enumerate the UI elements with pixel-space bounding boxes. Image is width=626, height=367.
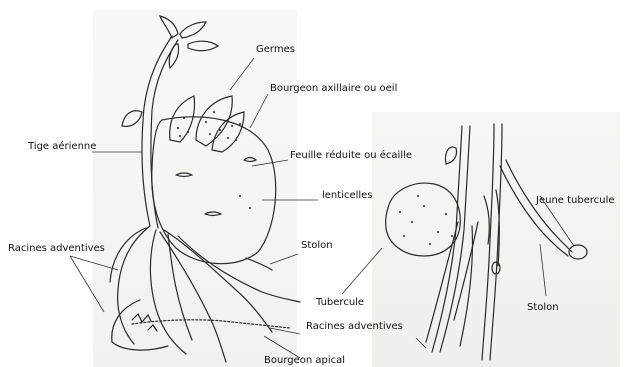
root-4 xyxy=(164,230,272,332)
right-tuber xyxy=(386,183,461,256)
root-5 xyxy=(110,228,146,282)
label-jeune-tubercule: Jeune tubercule xyxy=(536,195,615,207)
right-root-1 xyxy=(426,222,458,342)
root-1 xyxy=(118,226,150,344)
side-leaf xyxy=(122,111,142,127)
label-tige-aerienne: Tige aérienne xyxy=(28,141,96,153)
tuber-eye-1 xyxy=(176,173,192,177)
root-2 xyxy=(150,230,186,354)
tuber-eye-2 xyxy=(205,212,221,216)
young-tuber-stolon-b xyxy=(500,166,568,256)
sprout-1 xyxy=(170,96,195,142)
hanging-stolon-2 xyxy=(484,196,489,244)
top-leaf-3 xyxy=(188,41,218,51)
stolon-left xyxy=(246,258,272,270)
label-stolon-left: Stolon xyxy=(301,240,333,252)
tuber-eye-3 xyxy=(244,158,256,162)
right-leaf xyxy=(445,147,456,164)
label-stolon-right: Stolon xyxy=(527,302,559,314)
label-bourgeon-axillaire: Bourgeon axillaire ou oeil xyxy=(270,83,397,95)
label-germes: Germes xyxy=(256,44,295,56)
label-racines-right: Racines adventives xyxy=(306,321,403,333)
root-8 xyxy=(112,300,168,350)
right-stem-1 xyxy=(432,126,462,352)
top-leaf-2 xyxy=(180,22,206,38)
sprout-3 xyxy=(212,112,244,152)
label-lenticelles: lenticelles xyxy=(322,190,373,202)
aerial-stem-2 xyxy=(142,36,172,226)
label-tubercule: Tubercule xyxy=(316,297,364,309)
right-stem-2b xyxy=(490,124,502,360)
top-leaf-1 xyxy=(160,16,178,38)
label-bourgeon-apical: Bourgeon apical xyxy=(264,355,345,367)
label-racines-left: Racines adventives xyxy=(8,243,105,255)
label-feuille-reduite: Feuille réduite ou écaille xyxy=(290,150,412,162)
